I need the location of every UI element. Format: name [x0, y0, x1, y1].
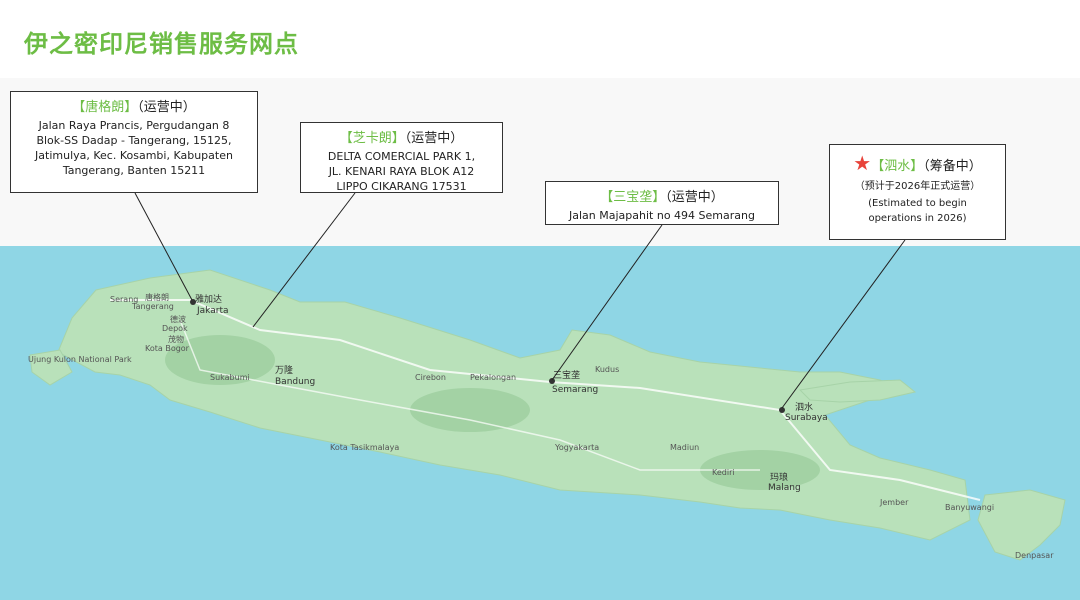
red-star-icon: ★	[853, 151, 872, 175]
location-status: （筹备中）	[923, 159, 982, 174]
location-status: （运营中）	[404, 131, 464, 146]
surabaya-label: Surabaya	[785, 413, 828, 423]
highland-central	[410, 388, 530, 432]
jakarta-label: Jakarta	[196, 306, 228, 316]
sukabumi-label: Sukabumi	[210, 373, 250, 382]
tasikmalaya-label: Kota Tasikmalaya	[330, 443, 399, 452]
depok-label: Depok	[162, 324, 188, 333]
bogor-label: Kota Bogor	[145, 344, 190, 353]
callout-line-tangerang	[134, 192, 193, 301]
address-line: Blok-SS Dadap - Tangerang, 15125,	[36, 134, 232, 147]
kudus-label: Kudus	[595, 365, 619, 374]
location-name: 【三宝垄】	[600, 190, 666, 205]
semarang-label: Semarang	[552, 385, 598, 395]
page-title: 伊之密印尼销售服务网点	[24, 30, 299, 58]
location-status: （运营中）	[665, 190, 724, 205]
jakarta-dot[interactable]	[190, 299, 196, 305]
surabaya-label-cn: 泗水	[795, 401, 813, 413]
address-line: Tangerang, Banten 15211	[62, 164, 206, 177]
tangerang-label: Tangerang	[131, 302, 174, 311]
location-card-surabaya[interactable]: ★【泗水】（筹备中） （预计于2026年正式运营） (Estimated to …	[829, 144, 1006, 240]
address-line: JL. KENARI RAYA BLOK A12	[328, 165, 475, 178]
jakarta-label-cn: 雅加达	[195, 293, 222, 305]
bandung-label: Bandung	[275, 377, 315, 387]
callout-line-semarang	[551, 224, 663, 381]
pekalongan-label: Pekalongan	[470, 373, 516, 382]
jember-label: Jember	[879, 498, 909, 507]
operation-note-en: (Estimated to begin	[868, 198, 967, 209]
address-line: LIPPO CIKARANG 17531	[336, 180, 467, 193]
tangerang-label-cn: 唐格朗	[145, 292, 169, 302]
depok-label-cn: 德波	[170, 314, 186, 324]
highland-west	[165, 335, 275, 385]
operation-note-en: operations in 2026)	[868, 213, 967, 224]
address-line: Jalan Majapahit no 494 Semarang	[569, 209, 755, 222]
location-name: 【泗水】	[871, 159, 924, 174]
callout-line-cikarang	[252, 192, 356, 328]
malang-label: Malang	[768, 483, 801, 493]
semarang-dot[interactable]	[549, 378, 555, 384]
surabaya-dot[interactable]	[779, 407, 785, 413]
yogyakarta-label: Yogyakarta	[554, 443, 599, 452]
west-tip	[29, 349, 73, 386]
address-line: Jatimulya, Kec. Kosambi, Kabupaten	[35, 149, 233, 162]
address-line: DELTA COMERCIAL PARK 1,	[327, 150, 476, 163]
address-line: Jalan Raya Prancis, Pergudangan 8	[38, 119, 230, 132]
malang-label-cn: 玛琅	[770, 471, 788, 483]
cirebon-label: Cirebon	[415, 373, 446, 382]
kediri-label: Kediri	[712, 468, 735, 477]
serang-label: Serang	[110, 295, 138, 304]
banyuwangi-label: Banyuwangi	[945, 503, 994, 512]
location-status: （运营中）	[137, 100, 196, 115]
location-card-cikarang[interactable]: 【芝卡朗】（运营中） DELTA COMERCIAL PARK 1, JL. K…	[300, 122, 503, 193]
road	[179, 319, 760, 471]
callout-line-surabaya	[781, 239, 906, 409]
bali-island	[977, 489, 1066, 561]
bandung-label-cn: 万隆	[275, 364, 293, 376]
madura-island	[798, 379, 917, 403]
madiun-label: Madiun	[670, 443, 699, 452]
location-card-semarang[interactable]: 【三宝垄】（运营中） Jalan Majapahit no 494 Semara…	[545, 181, 779, 225]
ujung-kulon-label: Ujung Kulon National Park	[28, 355, 132, 364]
location-name: 【芝卡朗】	[339, 131, 405, 146]
denpasar-label: Denpasar	[1015, 551, 1054, 560]
bogor-label-cn: 茂物	[168, 334, 184, 344]
location-card-tangerang[interactable]: 【唐格朗】（运营中） Jalan Raya Prancis, Pergudang…	[10, 91, 258, 193]
location-name: 【唐格朗】	[72, 100, 138, 115]
operation-note-cn: （预计于2026年正式运营）	[854, 181, 981, 192]
semarang-label-cn: 三宝垄	[553, 369, 580, 381]
